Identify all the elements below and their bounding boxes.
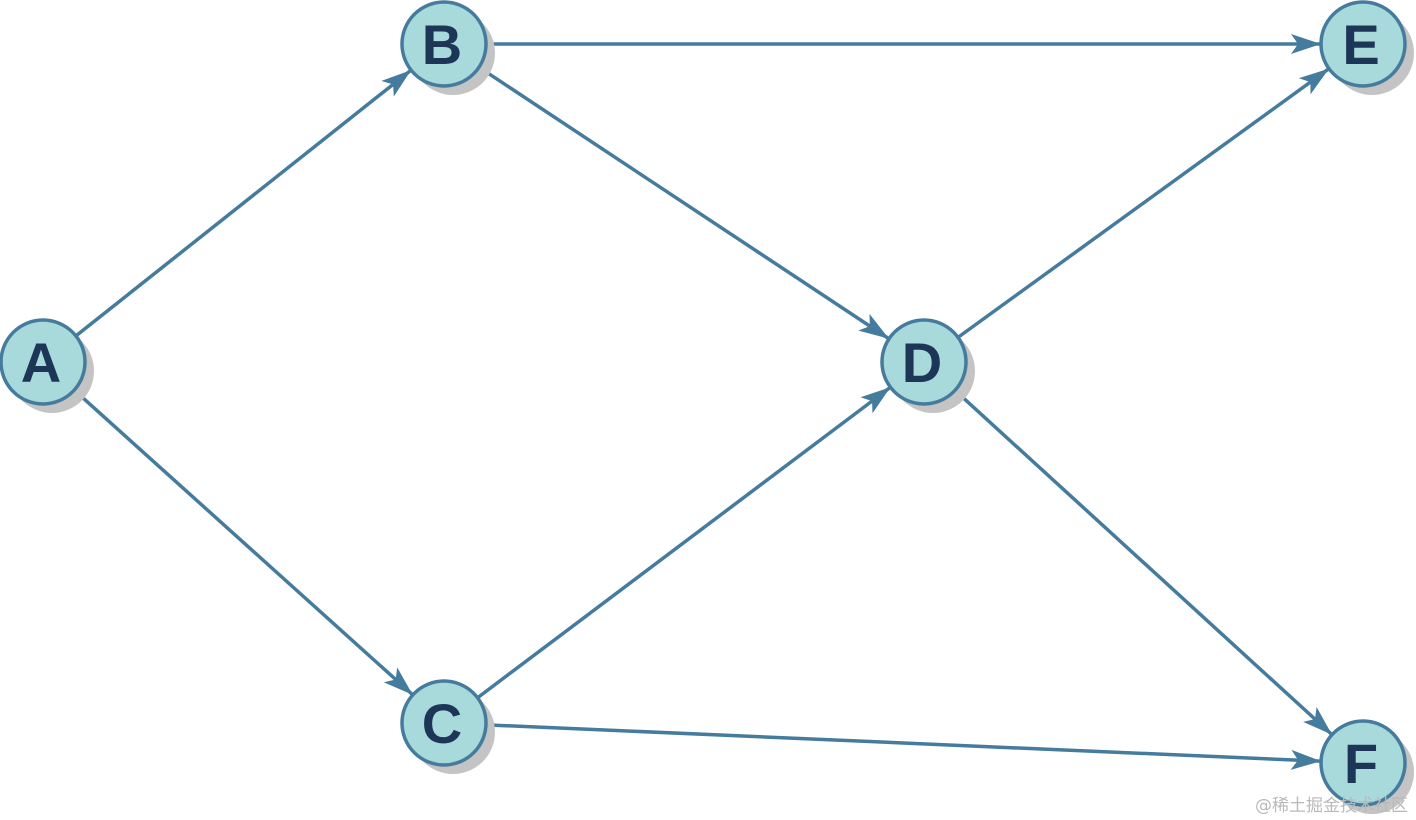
edge-b-to-d (478, 65, 890, 340)
node-label: C (422, 692, 462, 755)
edge-c-to-f (485, 723, 1322, 770)
node-label: F (1344, 732, 1378, 795)
node-circle (0, 318, 87, 406)
edge-d-to-f (953, 389, 1333, 736)
edges-layer (73, 34, 1333, 770)
node-a: A (0, 318, 94, 413)
node-label: B (422, 13, 462, 76)
edge-a-to-c (73, 388, 414, 696)
node-e: E (1319, 0, 1414, 95)
node-b: B (400, 0, 495, 95)
node-circle (1319, 0, 1407, 88)
node-c: C (400, 679, 495, 774)
edge-a-to-b (74, 69, 412, 338)
node-circle (1319, 719, 1407, 807)
edge-c-to-d (476, 386, 891, 700)
watermark-text: @稀土掘金技术社区 (1255, 796, 1408, 816)
node-label: D (902, 331, 942, 394)
node-d: D (880, 318, 975, 413)
node-circle (400, 0, 488, 88)
node-label: A (21, 331, 61, 394)
node-circle (400, 679, 488, 767)
node-circle (880, 318, 968, 406)
edge-d-to-e (956, 67, 1330, 339)
node-label: E (1342, 13, 1379, 76)
node-f: F (1319, 719, 1414, 814)
